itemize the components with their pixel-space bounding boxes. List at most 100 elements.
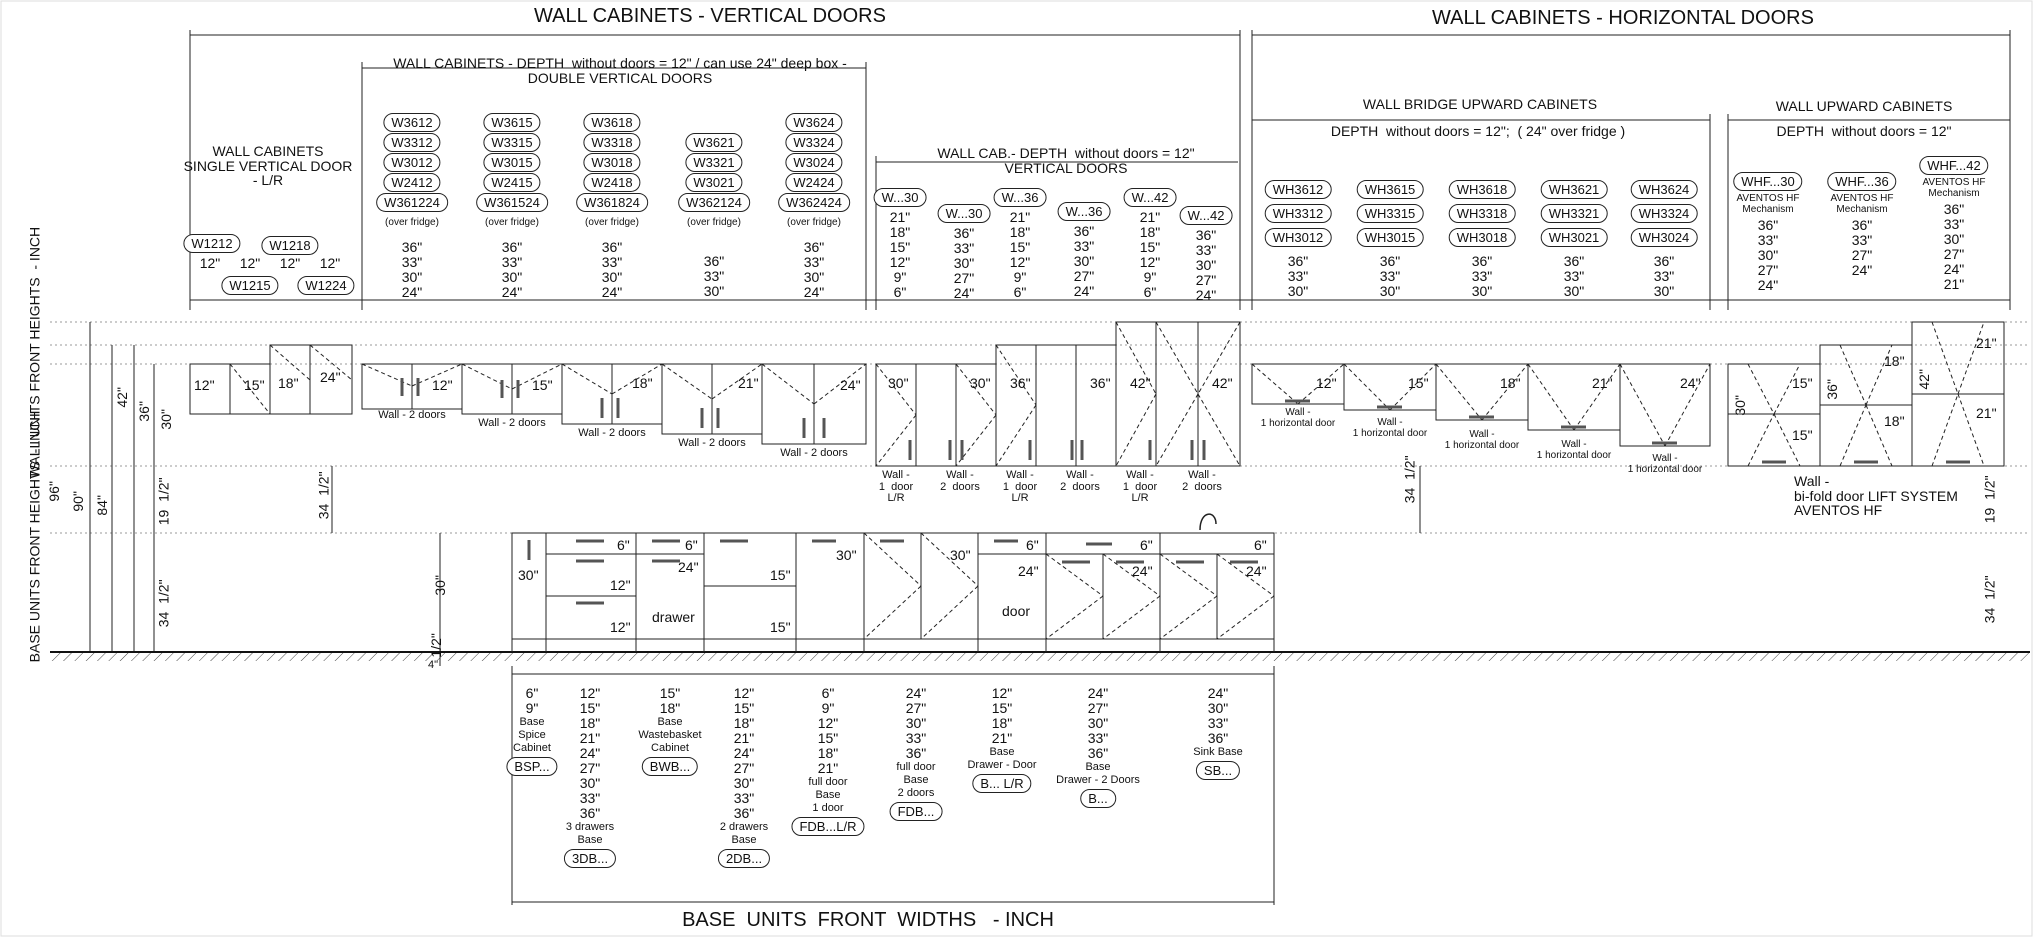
elev-double-24: 24" <box>840 377 861 393</box>
code-pill: W2424 <box>785 173 843 192</box>
base-bd-door: door <box>1002 603 1031 619</box>
code-pill: W3318 <box>583 133 641 152</box>
code-pill: W3312 <box>383 133 441 152</box>
code-pill: W362124 <box>678 193 750 212</box>
single-door-wall-cabinets <box>189 344 353 415</box>
height-list: 36" 33" 30" 24" <box>803 239 825 300</box>
height-list: 21" 18" 15" 12" 9" 6" <box>889 209 911 300</box>
height-4: 4" <box>428 659 439 671</box>
code-pill: W2412 <box>383 173 441 192</box>
mechanism-label: AVENTOS HF Mechanism <box>1736 193 1800 215</box>
code-pill: B... L/R <box>972 774 1032 793</box>
height-list: 36" 33" 30" 27" 24" <box>1757 217 1779 293</box>
title-base-widths: BASE UNITS FRONT WIDTHS - INCH <box>682 909 1054 931</box>
height-list: 36" 33" 30" <box>1653 253 1675 299</box>
base-2db-15b: 15" <box>770 619 791 635</box>
height-90: 90" <box>69 491 86 512</box>
code-pill: SB... <box>1195 761 1241 780</box>
base-bd-24: 24" <box>1018 563 1039 579</box>
group-bridge-sub: DEPTH without doors = 12"; ( 24" over fr… <box>1330 123 1626 139</box>
height-34-half-c: 34 1/2" <box>1401 455 1418 504</box>
bridge-upward-cabinets <box>1251 363 1711 447</box>
code-pill: WHF...42 <box>1919 156 1989 175</box>
code-pill: W2415 <box>483 173 541 192</box>
elev-bridge-24: 24" <box>1680 375 1701 391</box>
label-wall-horizontal: Wall - 1 horizontal door <box>1627 453 1703 475</box>
height-half: 1/2" <box>427 633 444 658</box>
base-label: 3 drawers Base <box>565 821 615 846</box>
code-pill: W1215 <box>221 276 279 295</box>
base-drawer-12a: 12" <box>610 577 631 593</box>
elev-vert-30b: 30" <box>970 375 991 391</box>
height-84: 84" <box>93 495 110 516</box>
code-pill: W...42 <box>1179 206 1233 225</box>
code-pill: W3015 <box>483 153 541 172</box>
base-drawer-12b: 12" <box>610 619 631 635</box>
width-list: 6" 9" <box>525 685 539 716</box>
single-width: 12" <box>239 255 261 271</box>
group-upward-sub: DEPTH without doors = 12" <box>1776 123 1952 139</box>
code-pill: W1218 <box>261 236 319 255</box>
double-door-wall-cabinets <box>361 363 867 445</box>
side-label-base-units: BASE UNITS FRONT HEIGHTS - INCH <box>26 410 43 663</box>
elev-bridge-15: 15" <box>1408 375 1429 391</box>
code-pill: WH3615 <box>1356 180 1424 199</box>
over-fridge-note: (over fridge) <box>585 217 639 228</box>
code-pill: W...36 <box>993 188 1047 207</box>
base-label: Base Drawer - 2 Doors <box>1056 761 1140 786</box>
base-2db-15a: 15" <box>770 567 791 583</box>
code-pill: W3024 <box>785 153 843 172</box>
label-wall-2-doors: Wall - 2 doors <box>678 437 746 449</box>
height-list: 36" 33" 27" 24" <box>1851 217 1873 278</box>
code-pill: WHF...36 <box>1827 172 1897 191</box>
elev-vert-42b: 42" <box>1212 375 1233 391</box>
height-19-half: 19 1/2" <box>155 477 172 526</box>
code-pill: FDB...L/R <box>791 817 865 836</box>
elev-bridge-18: 18" <box>1500 375 1521 391</box>
code-pill: 2DB... <box>717 849 771 868</box>
height-42: 42" <box>113 387 130 408</box>
height-34-half-right: 34 1/2" <box>1981 575 1998 624</box>
height-30-base: 30" <box>431 575 448 596</box>
over-fridge-note: (over fridge) <box>485 217 539 228</box>
height-30: 30" <box>157 409 174 430</box>
code-pill: W3612 <box>383 113 441 132</box>
upward-bifold-cabinets <box>1727 321 2005 467</box>
code-pill: W3618 <box>583 113 641 132</box>
elev-vert-42: 42" <box>1130 375 1151 391</box>
group-double-title: WALL CABINETS - DEPTH without doors = 12… <box>393 55 847 86</box>
code-pill: WH3624 <box>1630 180 1698 199</box>
base-label: full door Base 1 door <box>808 776 848 814</box>
code-pill: FDB... <box>889 802 943 821</box>
code-pill: W3321 <box>685 153 743 172</box>
height-list: 36" 33" 30" <box>1563 253 1585 299</box>
code-pill: WH3618 <box>1448 180 1516 199</box>
label-wall-1-door: Wall - 1 door L/R <box>1002 469 1038 505</box>
base-label: Base Wastebasket Cabinet <box>638 716 702 754</box>
height-list: 36" 33" 30" <box>703 253 725 299</box>
height-list: 21" 18" 15" 12" 9" 6" <box>1139 209 1161 300</box>
elev-vert-36: 36" <box>1010 375 1031 391</box>
code-pill: W362424 <box>778 193 850 212</box>
mechanism-label: AVENTOS HF Mechanism <box>1830 193 1894 215</box>
code-pill: W3018 <box>583 153 641 172</box>
elev-upward-15b: 15" <box>1792 427 1813 443</box>
elev-upward-30: 30" <box>1731 395 1748 416</box>
code-pill: W3615 <box>483 113 541 132</box>
label-wall-horizontal: Wall - 1 horizontal door <box>1536 439 1612 461</box>
width-list: 12" 15" 18" 21" 24" 27" 30" 33" 36" <box>733 685 755 821</box>
elev-double-15: 15" <box>532 377 553 393</box>
label-wall-horizontal: Wall - 1 horizontal door <box>1444 429 1520 451</box>
height-96: 96" <box>45 481 62 502</box>
base-width-dimension <box>511 666 1275 905</box>
elev-double-21: 21" <box>738 375 759 391</box>
elev-vert-30: 30" <box>888 375 909 391</box>
elev-upward-21b: 21" <box>1976 405 1997 421</box>
height-datum-lines <box>50 321 2030 534</box>
single-width: 12" <box>279 255 301 271</box>
height-list: 36" 33" 30" 27" 24" <box>953 225 975 301</box>
code-pill: WH3321 <box>1540 204 1608 223</box>
elev-single-12: 12" <box>194 377 215 393</box>
code-pill: B... <box>1080 789 1116 808</box>
